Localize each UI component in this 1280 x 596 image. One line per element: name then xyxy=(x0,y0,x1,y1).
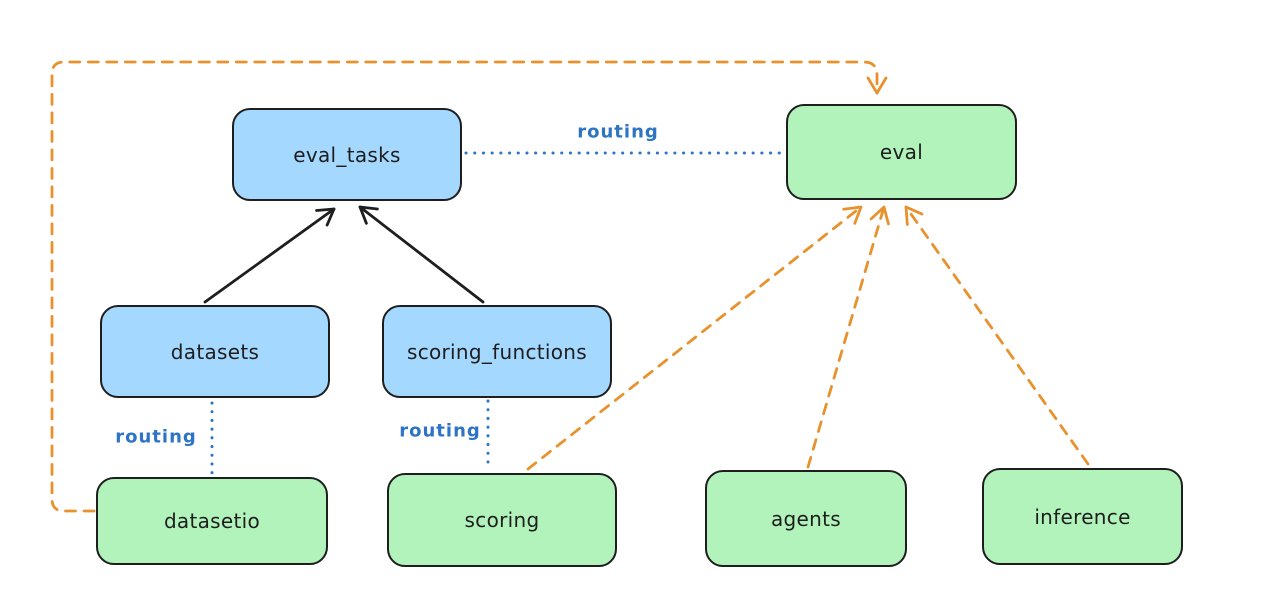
node-scoring: scoring xyxy=(387,473,617,567)
edge-scoring-to-eval xyxy=(526,205,863,471)
edge-datasetio-to-eval-loop xyxy=(50,60,888,513)
node-scoring-functions-label: scoring_functions xyxy=(406,339,588,364)
edge-label-routing-scoring-functions-scoring: routing xyxy=(399,420,481,442)
node-eval: eval xyxy=(786,104,1017,200)
node-datasets: datasets xyxy=(100,305,330,398)
node-datasets-label: datasets xyxy=(170,339,260,364)
node-eval-tasks: eval_tasks xyxy=(232,108,462,201)
node-agents-label: agents xyxy=(771,506,841,531)
edge-label-routing-datasets-datasetio: routing xyxy=(115,426,197,448)
node-eval-label: eval xyxy=(879,140,924,164)
edge-datasets-to-eval-tasks xyxy=(203,207,336,304)
node-datasetio-label: datasetio xyxy=(163,509,261,533)
edge-inference-to-eval xyxy=(904,205,1090,466)
node-scoring-functions: scoring_functions xyxy=(382,305,612,398)
edge-label-routing-eval-tasks-eval: routing xyxy=(577,121,659,143)
node-inference-label: inference xyxy=(1034,504,1131,529)
node-inference: inference xyxy=(982,468,1183,565)
edge-scoring-functions-to-eval-tasks xyxy=(358,205,485,304)
node-eval-tasks-label: eval_tasks xyxy=(293,142,401,167)
node-datasetio: datasetio xyxy=(96,477,328,565)
edge-agents-to-eval xyxy=(806,205,890,469)
node-agents: agents xyxy=(705,470,907,567)
node-scoring-label: scoring xyxy=(464,508,540,532)
